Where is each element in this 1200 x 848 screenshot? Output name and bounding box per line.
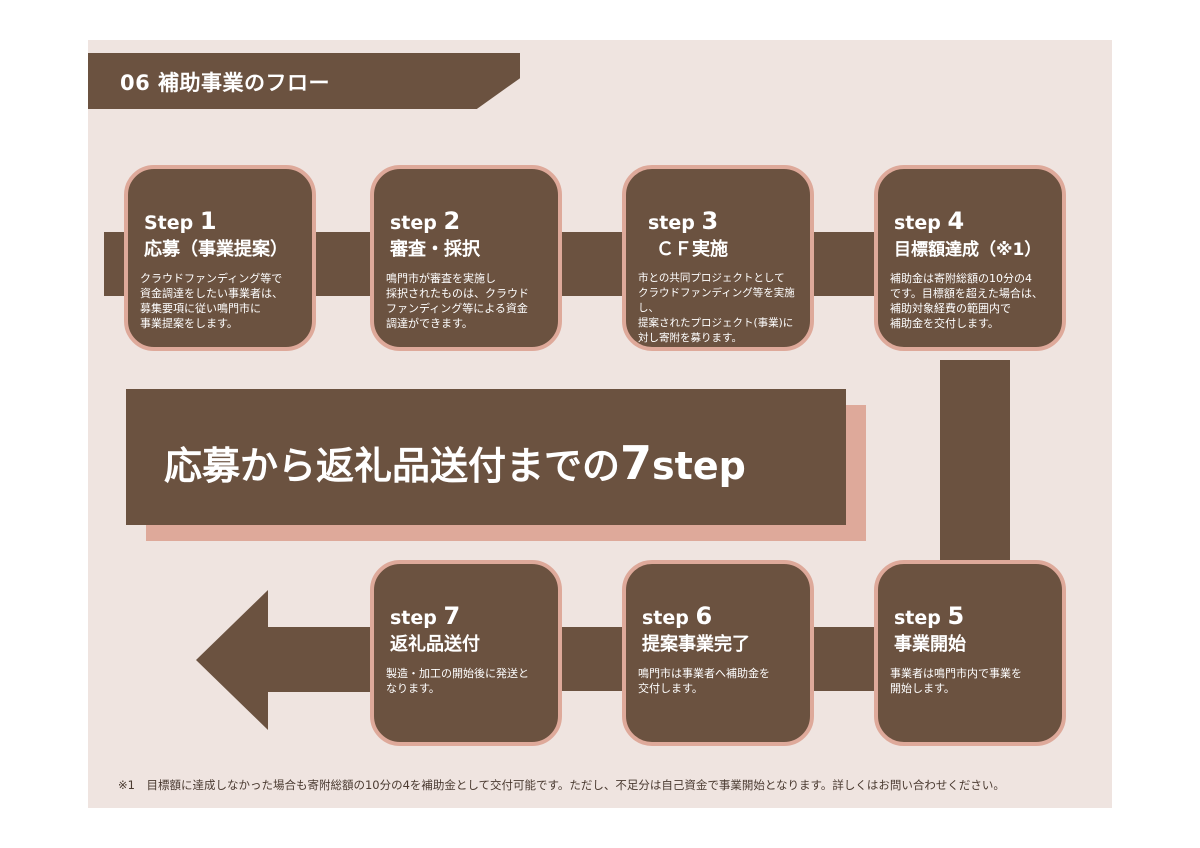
step-title: 目標額達成（※1） bbox=[894, 240, 1042, 260]
banner-text: 応募から返礼品送付までの7step bbox=[164, 436, 746, 490]
connector-right-vertical bbox=[940, 360, 1010, 560]
footnote: ※1 目標額に達成しなかった場合も寄附総額の10分の4を補助金として交付可能です… bbox=[118, 778, 1005, 792]
step-title: 審査・採択 bbox=[390, 239, 480, 260]
step-number: step 6 bbox=[642, 602, 713, 630]
banner: 応募から返礼品送付までの7step bbox=[126, 389, 846, 525]
step-box-7: step 7 返礼品送付 製造・加工の開始後に発送と なります。 bbox=[370, 560, 562, 746]
step-description: 鳴門市が審査を実施し 採択されたものは、クラウド ファンディング等による資金 調… bbox=[386, 272, 529, 330]
step-title: ＣＦ実施 bbox=[656, 239, 728, 260]
step-description: 事業者は鳴門市内で事業を 開始します。 bbox=[890, 667, 1022, 695]
step-number: step 7 bbox=[390, 602, 461, 630]
step-description: クラウドファンディング等で 資金調達をしたい事業者は、 募集要項に従い鳴門市に … bbox=[140, 272, 283, 330]
step-number: step 4 bbox=[894, 207, 965, 235]
step-number: step 2 bbox=[390, 207, 461, 235]
step-description: 製造・加工の開始後に発送と なります。 bbox=[386, 667, 529, 695]
step-number: Step 1 bbox=[144, 207, 217, 235]
section-title: 06 補助事業のフロー bbox=[120, 71, 331, 95]
section-header: 06 補助事業のフロー bbox=[88, 53, 520, 109]
step-box-3: step 3 ＣＦ実施 市との共同プロジェクトとして クラウドファンディング等を… bbox=[622, 165, 814, 351]
banner-number: 7 bbox=[620, 436, 653, 490]
step-title: 返礼品送付 bbox=[390, 634, 480, 655]
step-number: step 3 bbox=[648, 207, 719, 235]
step-box-2: step 2 審査・採択 鳴門市が審査を実施し 採択されたものは、クラウド ファ… bbox=[370, 165, 562, 351]
left-arrow-icon bbox=[196, 590, 386, 730]
step-title: 提案事業完了 bbox=[642, 634, 750, 655]
step-box-4: step 4 目標額達成（※1） 補助金は寄附総額の10分の4 です。目標額を超… bbox=[874, 165, 1066, 351]
step-title: 事業開始 bbox=[894, 634, 966, 655]
step-box-5: step 5 事業開始 事業者は鳴門市内で事業を 開始します。 bbox=[874, 560, 1066, 746]
step-description: 鳴門市は事業者へ補助金を 交付します。 bbox=[638, 667, 770, 695]
step-box-6: step 6 提案事業完了 鳴門市は事業者へ補助金を 交付します。 bbox=[622, 560, 814, 746]
step-description: 市との共同プロジェクトとして クラウドファンディング等を実施し、 提案されたプロ… bbox=[638, 272, 795, 344]
step-description: 補助金は寄附総額の10分の4 です。目標額を超えた場合は、 補助対象経費の範囲内… bbox=[890, 272, 1043, 330]
step-number: step 5 bbox=[894, 602, 965, 630]
step-title: 応募（事業提案） bbox=[144, 239, 288, 260]
step-box-1: Step 1 応募（事業提案） クラウドファンディング等で 資金調達をしたい事業… bbox=[124, 165, 316, 351]
